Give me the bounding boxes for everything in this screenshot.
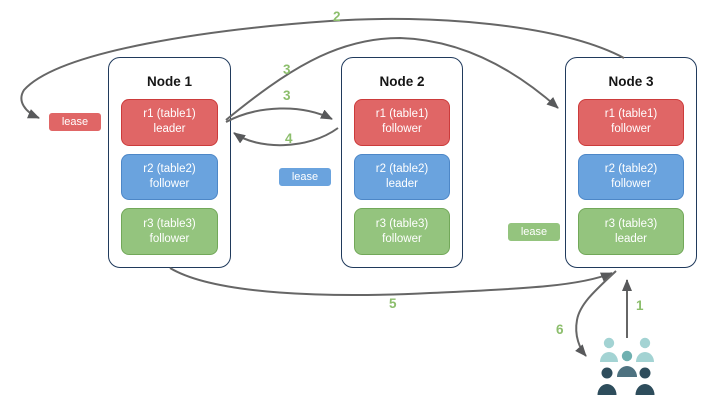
clients-users-icon	[597, 337, 655, 395]
node-3-box: Node 3 r1 (table1) follower r2 (table2) …	[565, 57, 697, 268]
replica-role: follower	[149, 178, 190, 190]
node2-replica-r3: r3 (table3) follower	[354, 208, 450, 256]
replica-name: r2 (table2)	[375, 162, 429, 175]
arrow-3-to-node2	[225, 107, 333, 123]
lease-label-blue: lease	[278, 167, 332, 187]
arrow-label-1: 1	[636, 298, 644, 313]
replica-role: follower	[611, 123, 651, 136]
node1-replica-r3: r3 (table3) follower	[121, 208, 218, 256]
node3-replica-r3: r3 (table3) leader	[578, 208, 684, 256]
node-2-box: Node 2 r1 (table1) follower r2 (table2) …	[341, 57, 463, 268]
node1-replica-r1: r1 (table1) leader	[121, 99, 218, 146]
node1-replica-r2: r2 (table2) follower	[121, 153, 218, 201]
replica-role: follower	[149, 232, 190, 245]
lease-label-red: lease	[48, 112, 102, 132]
node3-replica-r2: r2 (table2) follower	[578, 153, 684, 201]
arrow-label-5: 5	[389, 296, 397, 311]
arrow-label-4: 4	[285, 131, 293, 146]
replica-role: follower	[611, 178, 651, 190]
node-1-title: Node 1	[146, 74, 192, 89]
replica-name: r1 (table1)	[604, 108, 658, 121]
replica-role: leader	[386, 178, 418, 190]
node2-replica-r1: r1 (table1) follower	[354, 99, 450, 146]
arrow-label-2: 2	[333, 9, 341, 24]
arrow-label-6: 6	[556, 322, 564, 337]
replica-role: leader	[153, 123, 186, 136]
replica-role: follower	[382, 123, 422, 136]
arrow-5	[169, 267, 613, 296]
node-2-title: Node 2	[379, 74, 425, 89]
arrow-label-3-lower: 3	[283, 88, 291, 103]
replica-name: r3 (table3)	[375, 217, 429, 230]
replica-name: r1 (table1)	[143, 108, 196, 121]
replica-name: r2 (table2)	[604, 162, 658, 175]
replica-name: r3 (table3)	[143, 217, 196, 230]
replica-name: r3 (table3)	[604, 217, 658, 230]
arrow-label-3-upper: 3	[283, 62, 291, 77]
node-3-title: Node 3	[608, 74, 654, 89]
replica-role: follower	[382, 232, 422, 245]
node-1-box: Node 1 r1 (table1) leader r2 (table2) fo…	[108, 57, 231, 268]
replica-name: r2 (table2)	[143, 162, 196, 175]
lease-label-green: lease	[507, 222, 561, 242]
replica-role: leader	[615, 232, 647, 245]
node2-replica-r2: r2 (table2) leader	[354, 153, 450, 201]
arrow-6	[575, 270, 617, 357]
node3-replica-r1: r1 (table1) follower	[578, 99, 684, 146]
replica-name: r1 (table1)	[375, 108, 429, 121]
